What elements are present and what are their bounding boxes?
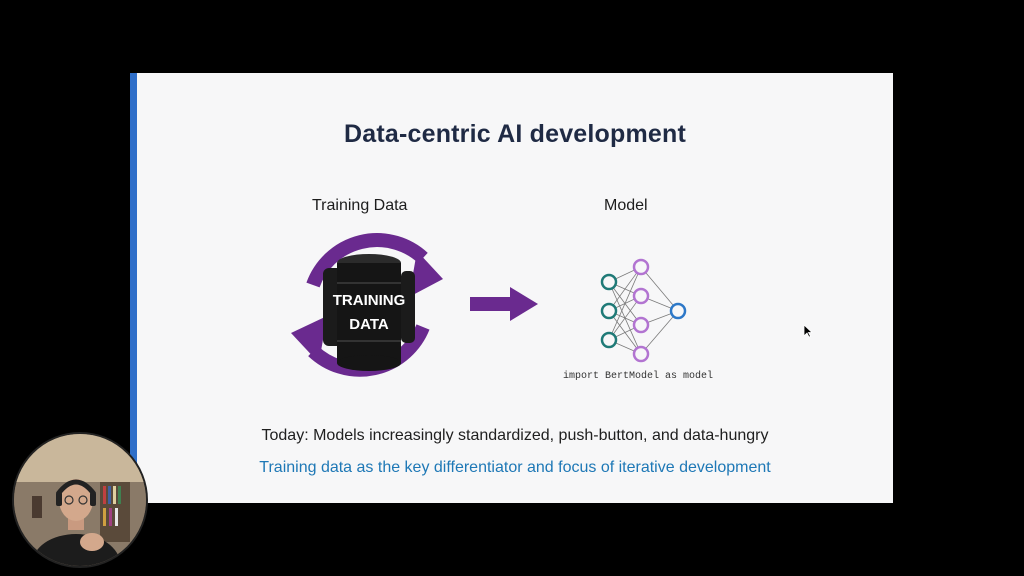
neural-network-icon: [600, 258, 687, 363]
focus-statement: Training data as the key differentiator …: [259, 459, 771, 476]
presentation-slide: Data-centric AI development Training Dat…: [130, 73, 893, 503]
barrel-label-line2: DATA: [349, 316, 389, 333]
model-caption: Model: [604, 197, 648, 214]
today-statement: Today: Models increasingly standardized,…: [261, 427, 769, 444]
webcam-presenter: [12, 432, 148, 568]
training-data-caption: Training Data: [312, 197, 408, 214]
presenter-illustration: [14, 434, 146, 566]
right-arrow-icon: [470, 287, 538, 321]
code-caption: import BertModel as model: [563, 371, 714, 382]
slide-title: Data-centric AI development: [343, 120, 687, 148]
mouse-cursor-icon: [804, 325, 813, 338]
barrel-icon: TRAINING DATA: [291, 233, 443, 377]
barrel-label-line1: TRAINING: [333, 292, 406, 309]
